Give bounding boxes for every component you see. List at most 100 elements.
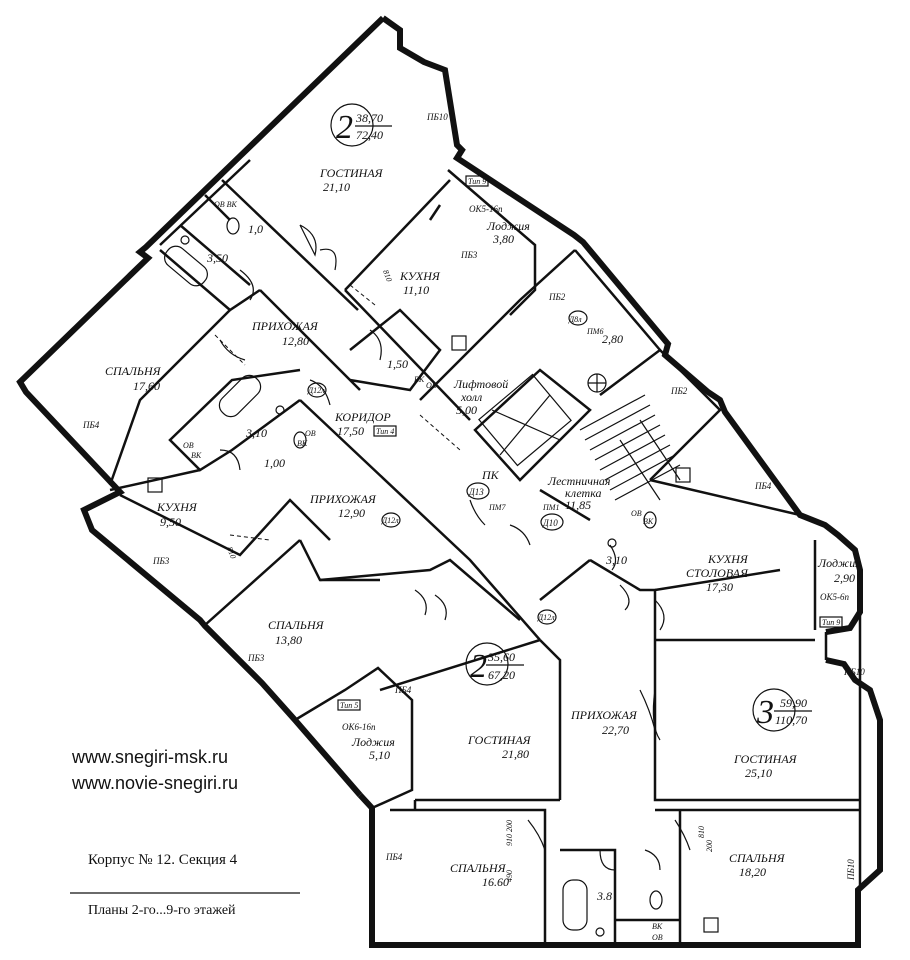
mark-ok6: ОК6-16п xyxy=(342,722,376,732)
room-name-spalnya-right: СПАЛЬНЯ xyxy=(729,851,786,865)
wall-top-wing xyxy=(381,15,863,635)
mark-pb4: ПБ4 xyxy=(385,852,403,862)
mark-pb3: ПБ3 xyxy=(247,653,265,663)
room-area-spalnya-bottom: 16.60 xyxy=(482,875,509,889)
room-area-gostinaya-mid: 21,80 xyxy=(502,747,529,761)
room-name-loggia-top: Лоджия xyxy=(486,219,530,233)
interior-walls xyxy=(108,159,860,945)
mark-pb10: ПБ10 xyxy=(426,112,448,122)
mark-dim-200: 200 xyxy=(705,840,714,852)
room-name-gostinaya-top: ГОСТИНАЯ xyxy=(319,166,384,180)
room-area-lift-hall: 5,00 xyxy=(456,403,477,417)
sink-icon xyxy=(595,927,605,937)
room-area-150: 1,50 xyxy=(387,357,408,371)
mark-ovvk: ОВ ВК xyxy=(214,200,238,209)
room-area-stair: 11,85 xyxy=(565,498,591,512)
mark-d12l: Д12л xyxy=(537,613,555,622)
mark-ok5-right: ОК5-6п xyxy=(820,592,849,602)
mark-vk: ВК xyxy=(652,922,663,931)
sink-icon xyxy=(607,538,617,548)
mark-810: 810 xyxy=(381,269,394,283)
mark-pb4: ПБ4 xyxy=(82,420,100,430)
apartment-rooms: 2 xyxy=(336,109,353,146)
mark-810: 810 xyxy=(225,546,238,560)
building-caption: Корпус № 12. Секция 4 xyxy=(88,852,238,868)
mark-dim-200: 200 xyxy=(505,820,514,832)
sink-icon xyxy=(275,405,285,415)
mark-tip9: Тип 9 xyxy=(822,618,840,627)
room-area-280: 2,80 xyxy=(602,332,623,346)
small-marks: ПБ10 ПБ3 ПБ2 ПБ4 ПБ2 ПБ4 ПБ3 ПБ3 ПБ4 ПБ1… xyxy=(82,112,865,942)
toilet-icon xyxy=(226,217,240,235)
apartment-total-area: 110,70 xyxy=(775,713,807,727)
room-name-koridor: КОРИДОР xyxy=(334,410,391,424)
room-name-prihozhaya-bottom: ПРИХОЖАЯ xyxy=(570,708,638,722)
room-area-gostinaya-top: 21,10 xyxy=(323,180,350,194)
room-name-stair-1: Лестничная xyxy=(547,474,611,488)
bathtub-icon xyxy=(218,374,262,418)
room-name-spalnya-mid: СПАЛЬНЯ xyxy=(268,618,325,632)
apartment-rooms: 3 xyxy=(756,694,774,731)
apartment-living-area: 38,70 xyxy=(355,111,383,125)
room-name-kuhnya-stol-1: КУХНЯ xyxy=(707,552,749,566)
room-name-lift-hall-2: холл xyxy=(460,390,482,404)
mark-ok5-top: ОК5-16п xyxy=(469,204,503,214)
room-area-bath-bottom: 3.8 xyxy=(596,889,612,903)
mark-pm1: ПМ1 xyxy=(542,503,559,512)
room-name-gostinaya-right: ГОСТИНАЯ xyxy=(733,752,798,766)
mark-ov: ОВ xyxy=(631,509,642,518)
wall-bottom xyxy=(357,657,883,948)
stair-lift xyxy=(478,373,681,501)
room-name-prihozhaya-top: ПРИХОЖАЯ xyxy=(251,319,319,333)
mark-pb2: ПБ2 xyxy=(548,292,566,302)
site-link-2[interactable]: www.novie-snegiri.ru xyxy=(72,773,239,793)
stove-icon xyxy=(703,917,719,933)
room-name-loggia-bottom: Лоджия xyxy=(351,735,395,749)
room-area-prihozhaya-mid: 12,90 xyxy=(338,506,365,520)
room-area-loggia-top: 3,80 xyxy=(492,232,514,246)
mark-d12l: Д12л xyxy=(381,516,399,525)
stove-icon xyxy=(675,467,691,483)
mark-dim-810: 810 xyxy=(697,826,706,838)
floors-caption: Планы 2-го...9-го этажей xyxy=(88,903,236,918)
mark-ov: ОВ xyxy=(305,429,316,438)
outer-walls xyxy=(16,15,883,948)
mark-pm7: ПМ7 xyxy=(488,503,506,512)
room-area-bath-top: 3,50 xyxy=(206,251,228,265)
apartment-badge-3: 3 59,90 110,70 xyxy=(752,688,812,732)
room-area-spalnya-left: 17,60 xyxy=(133,379,160,393)
bathtub-icon xyxy=(164,245,208,287)
room-area-kuhnya-top: 11,10 xyxy=(403,283,429,297)
stove-icon xyxy=(147,477,163,493)
mark-pb3: ПБ3 xyxy=(152,556,170,566)
wall-right-loggia xyxy=(813,540,862,890)
apartment-rooms: 2 xyxy=(470,648,487,685)
room-area-loggia-bottom: 5,10 xyxy=(369,748,390,762)
room-area-kuhnya-stol: 17,30 xyxy=(706,580,733,594)
mark-pb4: ПБ4 xyxy=(394,685,412,695)
toilet-icon xyxy=(649,890,663,910)
room-name-spalnya-left: СПАЛЬНЯ xyxy=(105,364,162,378)
wall-top-left xyxy=(16,15,386,797)
mark-dim-910: 910 xyxy=(505,834,514,846)
room-name-stair-2: клетка xyxy=(565,486,602,500)
apartment-total-area: 67,20 xyxy=(488,668,515,682)
room-area-bath-right: 3,10 xyxy=(605,553,627,567)
mark-vk: ВК xyxy=(297,439,308,448)
mark-ov: ОВ xyxy=(652,933,663,942)
apartment-living-area: 59,90 xyxy=(780,696,807,710)
room-area-spalnya-right: 18,20 xyxy=(739,865,766,879)
room-area-prihozhaya-bottom: 22,70 xyxy=(602,723,629,737)
site-link-1[interactable]: www.snegiri-msk.ru xyxy=(72,747,229,767)
apartment-total-area: 72,40 xyxy=(356,128,383,142)
sink-icon xyxy=(180,235,190,245)
mark-tip4: Тип 4 xyxy=(376,427,394,436)
room-area-bath-mid: 3,10 xyxy=(245,426,267,440)
mark-pb10: ПБ10 xyxy=(843,667,865,677)
room-name-kuhnya-top: КУХНЯ xyxy=(399,269,441,283)
mark-d8l: Д8л xyxy=(568,315,582,324)
mark-ov: ОВ xyxy=(183,441,194,450)
apartment-badge-1: 2 38,70 72,40 xyxy=(330,103,392,147)
mark-dim-490: 490 xyxy=(505,870,514,882)
